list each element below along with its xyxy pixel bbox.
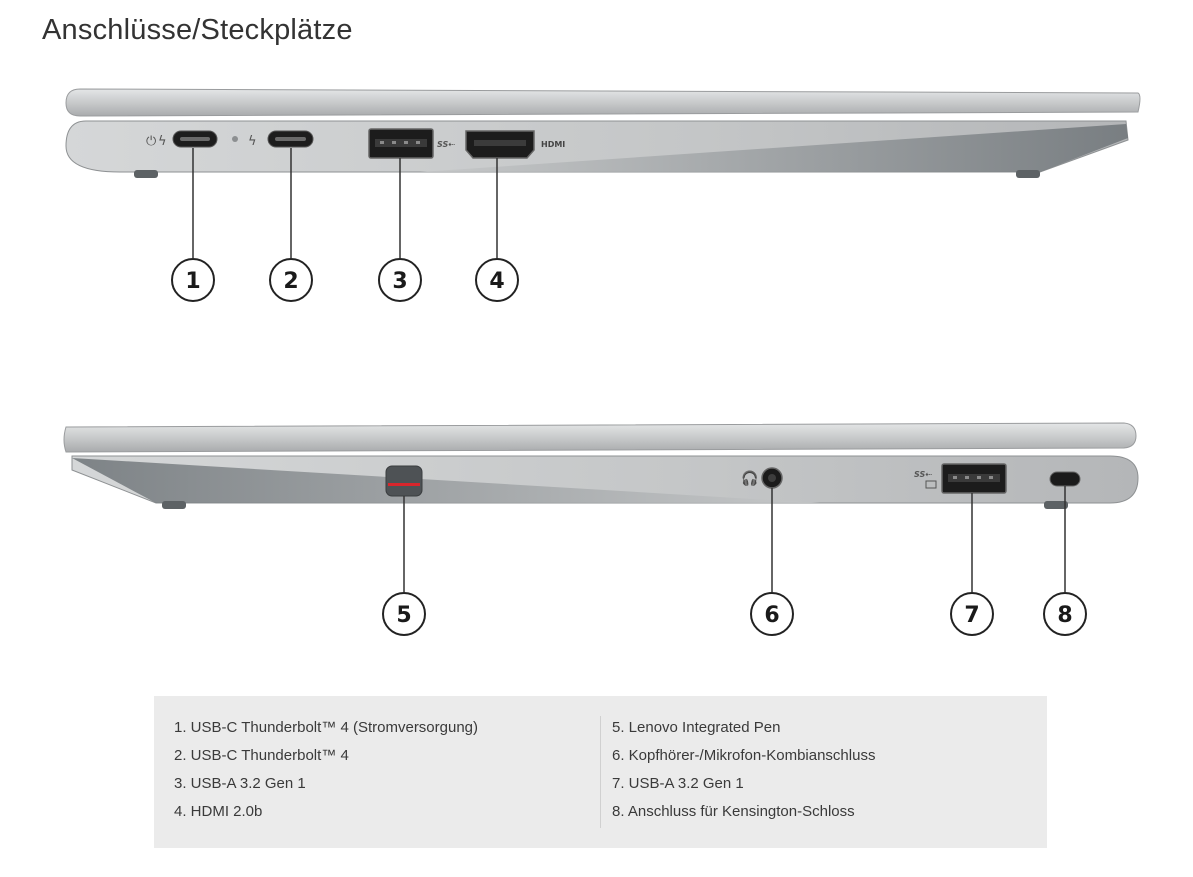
legend-item: 1. USB-C Thunderbolt™ 4 (Stromversorgung…: [174, 719, 479, 736]
thunderbolt-icon: ϟ: [248, 134, 257, 149]
foot: [1016, 170, 1040, 178]
hdmi-label: HDMI: [541, 140, 565, 149]
svg-text:2: 2: [283, 269, 298, 294]
callout-1: 1: [171, 258, 215, 302]
callout-2: 2: [269, 258, 313, 302]
svg-text:8: 8: [1057, 603, 1072, 628]
callout-7: 7: [950, 592, 994, 636]
svg-text:7: 7: [964, 603, 979, 628]
svg-text:4: 4: [489, 269, 504, 294]
legend-column-right: 5. Lenovo Integrated Pen 6. Kopfhörer-/M…: [612, 714, 875, 826]
callout-8: 8: [1043, 592, 1087, 636]
ports-legend: 1. USB-C Thunderbolt™ 4 (Stromversorgung…: [154, 696, 1047, 848]
legend-divider: [600, 716, 601, 828]
legend-item: 7. USB-A 3.2 Gen 1: [612, 775, 744, 792]
callout-4: 4: [475, 258, 519, 302]
laptop-lid-top: [65, 88, 1141, 117]
legend-item: 6. Kopfhörer-/Mikrofon-Kombianschluss: [612, 747, 876, 764]
legend-item: 3. USB-A 3.2 Gen 1: [174, 775, 306, 792]
laptop-left-side-view: ⏻ ϟ ϟ SS⇠ HDMI 1: [65, 88, 1141, 302]
thunderbolt-icon: ϟ: [158, 134, 167, 149]
laptop-right-side-view: 🎧 SS⇠ 5 6 7: [63, 422, 1139, 636]
legend-item: 8. Anschluss für Kensington-Schloss: [612, 803, 855, 820]
laptop-ports-illustration: ⏻ ϟ ϟ SS⇠ HDMI 1: [63, 88, 1141, 636]
legend-column-left: 1. USB-C Thunderbolt™ 4 (Stromversorgung…: [174, 714, 478, 826]
callout-6: 6: [750, 592, 794, 636]
legend-item: 2. USB-C Thunderbolt™ 4: [174, 747, 349, 764]
power-plug-icon: ⏻: [146, 134, 156, 149]
headset-icon: 🎧: [741, 470, 758, 487]
svg-text:1: 1: [185, 269, 200, 294]
svg-text:6: 6: [764, 603, 779, 628]
page-title: Anschlüsse/Steckplätze: [42, 14, 353, 46]
svg-text:3: 3: [392, 269, 407, 294]
svg-text:5: 5: [396, 603, 411, 628]
status-led-icon: [232, 136, 238, 142]
kensington-lock-slot: [1049, 471, 1081, 487]
legend-item: 4. HDMI 2.0b: [174, 803, 263, 820]
foot: [1044, 501, 1068, 509]
laptop-lid-bottom: [63, 422, 1137, 453]
callout-5: 5: [382, 592, 426, 636]
charging-icon: [925, 480, 937, 489]
foot: [134, 170, 158, 178]
callout-3: 3: [378, 258, 422, 302]
foot: [162, 501, 186, 509]
integrated-pen-slot: [385, 465, 423, 497]
legend-item: 5. Lenovo Integrated Pen: [612, 719, 781, 736]
pen-accent-stripe: [388, 483, 420, 486]
superspeed-usb-icon: SS⇠: [914, 470, 932, 479]
superspeed-usb-icon: SS⇠: [437, 140, 455, 149]
